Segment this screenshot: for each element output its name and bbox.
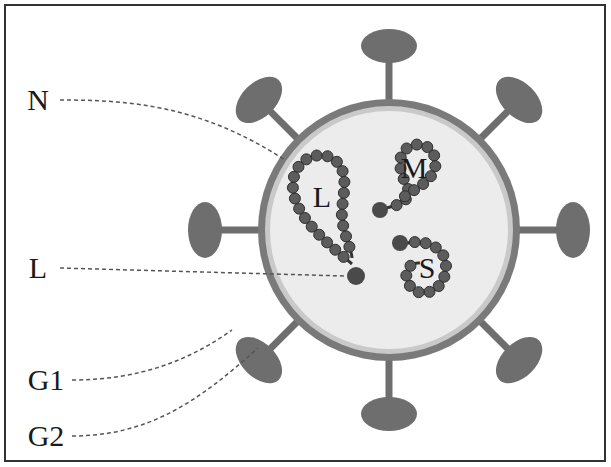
glycoprotein-spikes bbox=[188, 29, 590, 431]
nucleoprotein-bead bbox=[289, 193, 300, 204]
spike-head bbox=[227, 328, 291, 392]
spike-stalk bbox=[267, 108, 298, 139]
nucleoprotein-bead bbox=[409, 237, 420, 248]
nucleoprotein-bead bbox=[338, 187, 349, 198]
nucleoprotein-bead bbox=[301, 154, 312, 165]
nucleoprotein-bead bbox=[440, 260, 451, 271]
nucleoprotein-bead bbox=[337, 166, 348, 177]
leader-line bbox=[72, 330, 232, 380]
nucleoprotein-bead bbox=[338, 220, 349, 231]
spike-head bbox=[227, 68, 291, 132]
nucleoprotein-bead bbox=[294, 203, 305, 214]
frame bbox=[5, 5, 605, 461]
nucleoprotein-bead bbox=[399, 191, 410, 202]
spike-head bbox=[487, 328, 551, 392]
nucleoprotein-bead bbox=[405, 260, 416, 271]
segment-strand bbox=[293, 155, 352, 264]
part-label: G1 bbox=[28, 365, 65, 395]
part-label: L bbox=[29, 253, 47, 283]
segment-label: L bbox=[313, 182, 331, 212]
spike-head bbox=[188, 202, 222, 258]
virion-interior bbox=[270, 111, 508, 349]
nucleoprotein-bead bbox=[424, 286, 435, 297]
nucleoprotein-bead bbox=[311, 150, 322, 161]
segment-label: M bbox=[401, 153, 428, 183]
nucleoprotein-beads bbox=[287, 139, 451, 298]
polymerase-dot bbox=[347, 267, 365, 285]
part-label: N bbox=[27, 85, 49, 115]
leader-line bbox=[60, 268, 345, 276]
segment-label: S bbox=[419, 253, 436, 283]
nucleoprotein-bead bbox=[288, 171, 299, 182]
segment-strand bbox=[404, 242, 446, 293]
polymerase-dot bbox=[372, 202, 388, 218]
part-label: G2 bbox=[28, 421, 65, 451]
spike-stalk bbox=[480, 321, 511, 352]
nucleoprotein-bead bbox=[337, 198, 348, 209]
envelope-outer bbox=[258, 99, 520, 361]
nucleoprotein-bead bbox=[438, 250, 449, 261]
segment-strand bbox=[386, 145, 436, 208]
nucleoprotein-bead bbox=[404, 280, 415, 291]
nucleoprotein-bead bbox=[344, 241, 355, 252]
nucleoprotein-bead bbox=[420, 238, 431, 249]
nucleoprotein-bead bbox=[411, 139, 422, 150]
spike-stalk bbox=[386, 358, 393, 402]
envelope-inner bbox=[265, 106, 513, 354]
spike-stalk bbox=[517, 227, 561, 234]
spike-head bbox=[556, 202, 590, 258]
nucleoprotein-bead bbox=[339, 176, 350, 187]
polymerase-dot bbox=[392, 235, 408, 251]
spike-stalk bbox=[480, 108, 511, 139]
leader-line bbox=[60, 100, 285, 160]
spike-head bbox=[487, 68, 551, 132]
nucleoprotein-bead bbox=[430, 161, 441, 172]
nucleoprotein-bead bbox=[287, 182, 298, 193]
nucleoprotein-bead bbox=[336, 209, 347, 220]
spike-stalk bbox=[217, 227, 261, 234]
leader-line bbox=[72, 348, 258, 436]
nucleoprotein-bead bbox=[429, 150, 440, 161]
spike-head bbox=[361, 29, 417, 63]
spike-stalk bbox=[386, 58, 393, 102]
spike-stalk bbox=[267, 321, 298, 352]
nucleoprotein-bead bbox=[341, 231, 352, 242]
leader-lines bbox=[60, 100, 345, 436]
spike-head bbox=[361, 397, 417, 431]
